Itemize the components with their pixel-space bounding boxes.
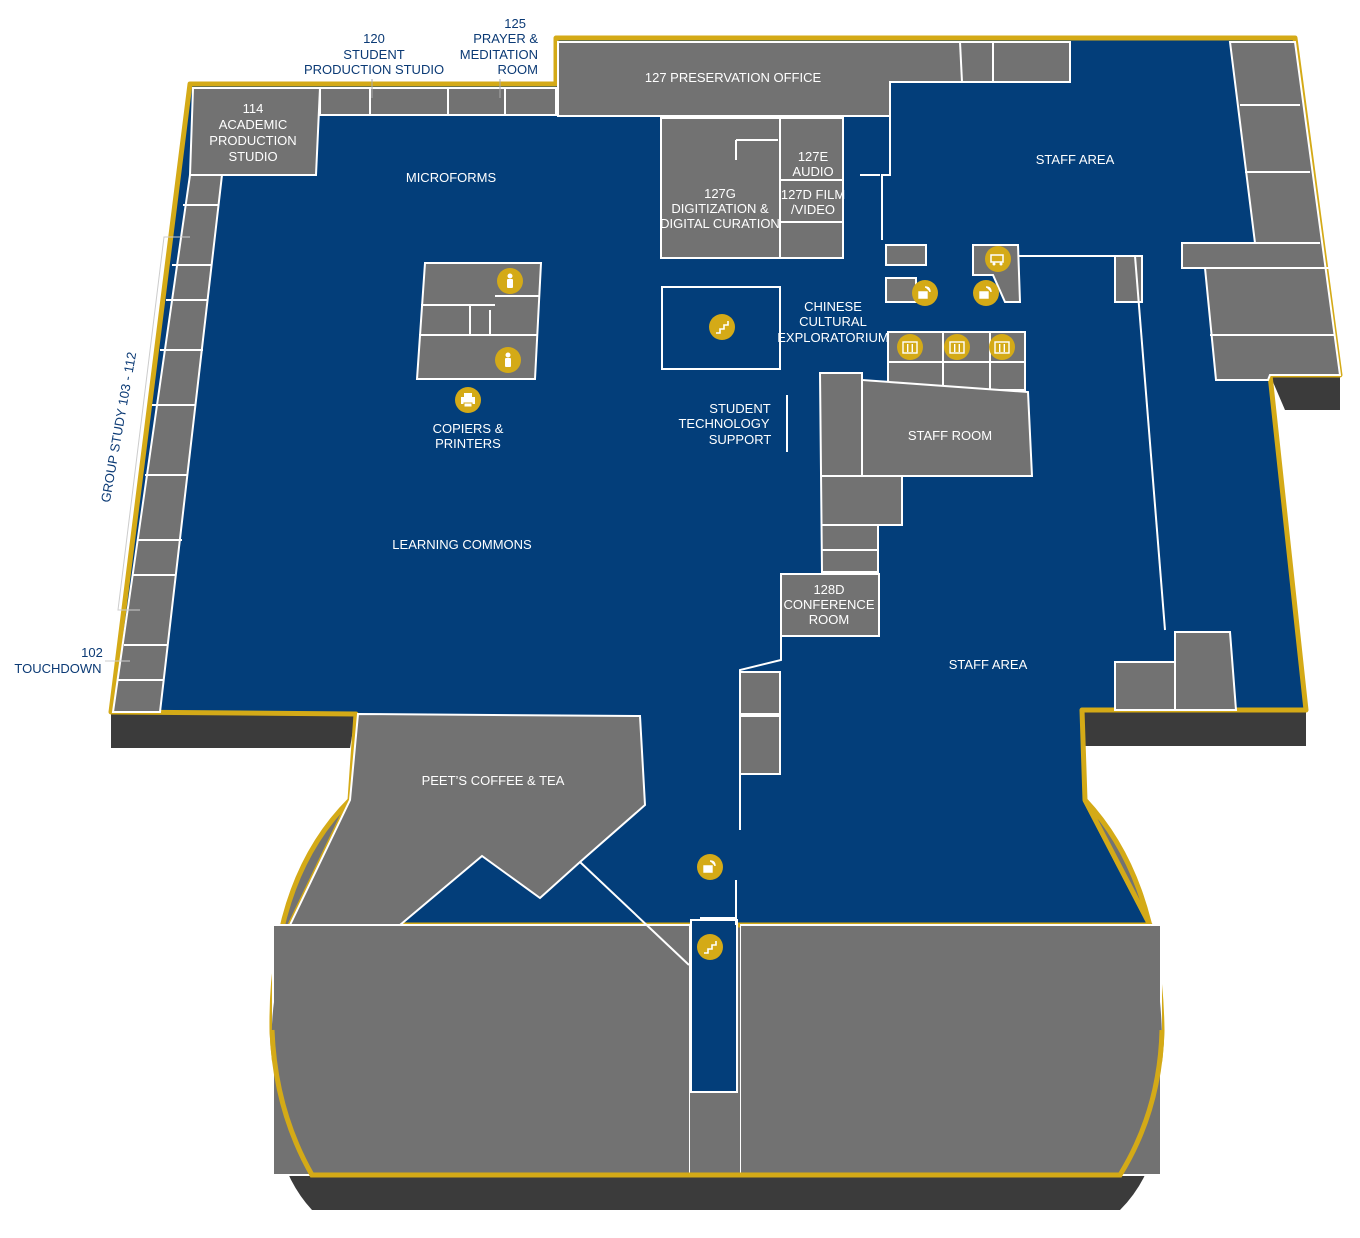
label-127d-l2: /VIDEO — [791, 202, 835, 217]
water-fountain-icon — [912, 280, 938, 306]
label-102-number: 102 — [81, 645, 103, 660]
rotunda — [269, 798, 1165, 1178]
label-group-study: GROUP STUDY 103 - 112 — [98, 351, 139, 504]
label-learning-commons: LEARNING COMMONS — [392, 537, 532, 552]
label-sts-l1: STUDENT — [709, 401, 770, 416]
label-125-l3: ROOM — [498, 62, 538, 77]
bottom-right-rooms — [1114, 255, 1238, 711]
label-127g-l2: DIGITAL CURATION — [660, 216, 780, 231]
elevator-icon — [989, 334, 1015, 360]
label-127g-l1: DIGITIZATION & — [671, 201, 769, 216]
stairs-icon — [697, 934, 723, 960]
label-chinese-l1: CHINESE — [804, 299, 862, 314]
label-127g-number: 127G — [704, 186, 736, 201]
label-114-l1: ACADEMIC — [219, 117, 288, 132]
label-preservation-office: 127 PRESERVATION OFFICE — [645, 70, 822, 85]
stair-outline — [661, 286, 781, 370]
icons — [455, 246, 1015, 960]
label-peets: PEET’S COFFEE & TEA — [422, 773, 565, 788]
label-127d-l1: 127D FILM — [781, 187, 845, 202]
label-125-number: 125 — [504, 16, 526, 31]
restroom-icon — [495, 347, 521, 373]
top-rooms — [188, 41, 1071, 259]
label-114-number: 114 — [243, 101, 264, 116]
label-120-l1: STUDENT — [343, 47, 404, 62]
elevator-icon — [944, 334, 970, 360]
label-114-l2: PRODUCTION — [209, 133, 296, 148]
label-chinese-l2: CULTURAL — [799, 314, 867, 329]
stairs-icon — [709, 314, 735, 340]
printer-icon — [455, 387, 481, 413]
label-128d-l1: CONFERENCE — [783, 597, 874, 612]
label-125-l2: MEDITATION — [460, 47, 538, 62]
label-120-number: 120 — [363, 31, 385, 46]
water-fountain-icon — [973, 280, 999, 306]
label-staff-area-top: STAFF AREA — [1036, 152, 1115, 167]
label-staff-room: STAFF ROOM — [908, 428, 992, 443]
label-copiers-l1: COPIERS & — [433, 421, 504, 436]
book-cart-icon — [985, 246, 1011, 272]
label-120-l2: PRODUCTION STUDIO — [304, 62, 444, 77]
label-sts-l3: SUPPORT — [709, 432, 772, 447]
label-127e-name: AUDIO — [792, 164, 833, 179]
room-labels: 114 ACADEMIC PRODUCTION STUDIO 127 PRESE… — [209, 70, 1114, 788]
elevator-icon — [897, 334, 923, 360]
label-copiers-l2: PRINTERS — [435, 436, 501, 451]
peets-coffee-area — [288, 712, 690, 966]
restroom-icon — [497, 268, 523, 294]
label-125-l1: PRAYER & — [473, 31, 538, 46]
label-128d-number: 128D — [813, 582, 844, 597]
staff-room-area — [739, 372, 1034, 830]
water-fountain-icon — [697, 854, 723, 880]
label-128d-l2: ROOM — [809, 612, 849, 627]
label-114-l3: STUDIO — [228, 149, 277, 164]
label-chinese-l3: EXPLORATORIUM — [777, 330, 888, 345]
label-sts-l2: TECHNOLOGY — [678, 416, 769, 431]
label-127e-number: 127E — [798, 149, 829, 164]
label-microforms: MICROFORMS — [406, 170, 497, 185]
label-102-name: TOUCHDOWN — [14, 661, 101, 676]
label-staff-area-bottom: STAFF AREA — [949, 657, 1028, 672]
group-study-rooms — [111, 174, 224, 713]
